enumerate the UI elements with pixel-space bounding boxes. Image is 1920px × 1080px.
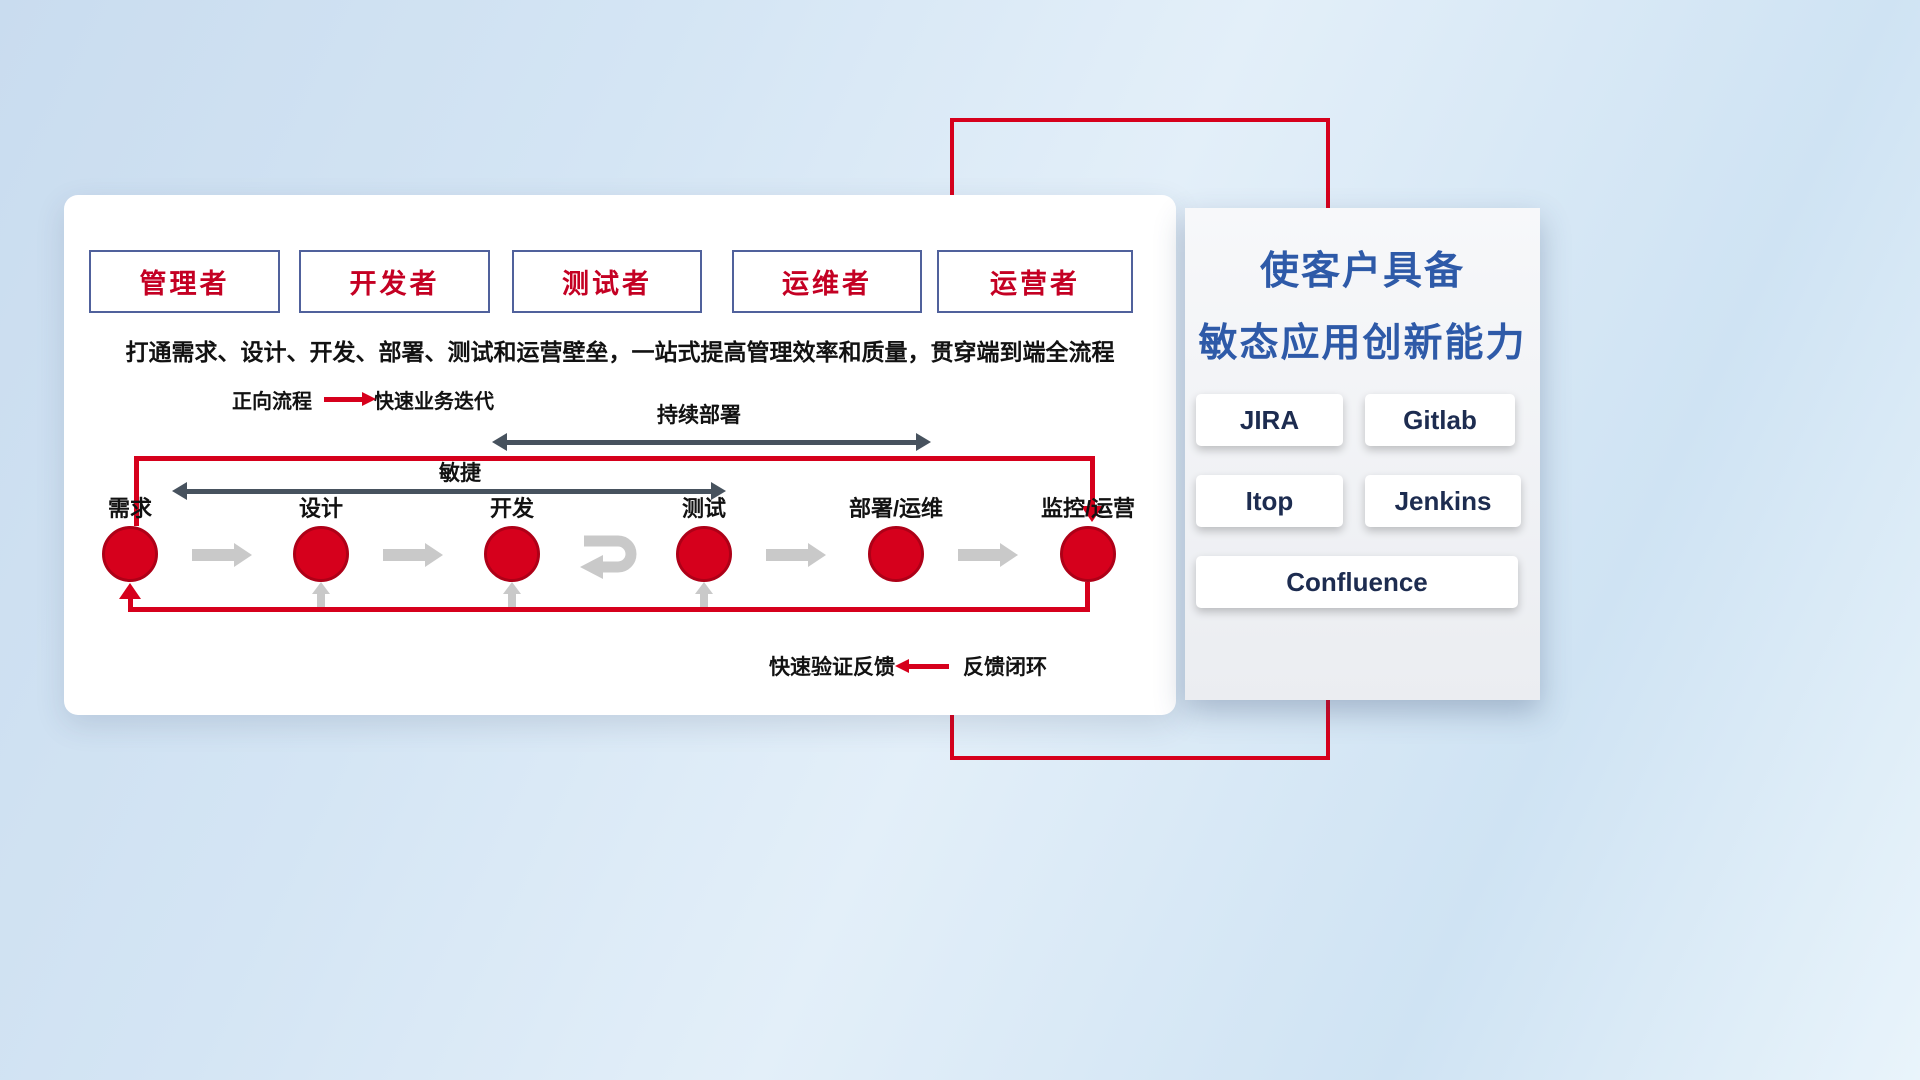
node-monitor-ops-circle [1060, 526, 1116, 582]
forward-loop-line [134, 456, 1095, 461]
node-deploy-ops-circle [868, 526, 924, 582]
continuous-deploy-label: 持续部署 [657, 404, 741, 427]
capability-panel: 使客户具备 敏态应用创新能力 JIRA Gitlab Itop Jenkins … [1185, 208, 1540, 700]
feedback-loop-line [128, 607, 1090, 612]
tool-chip-itop: Itop [1196, 475, 1343, 527]
node-test-label: 测试 [681, 496, 726, 521]
node-test-circle [676, 526, 732, 582]
card-subtitle: 打通需求、设计、开发、部署、测试和运营壁垒，一站式提高管理效率和质量，贯穿端到端… [125, 339, 1115, 365]
devops-flow-card: 管理者 开发者 测试者 运维者 运营者 打通需求、设计、开发、部署、测试和运营壁… [64, 195, 1176, 715]
role-label: 开发者 [349, 269, 440, 299]
tool-chip-jenkins: Jenkins [1365, 475, 1521, 527]
feedback-up-arrow-icon [312, 582, 330, 607]
flow-arrow-icon [192, 543, 252, 567]
node-monitor-ops-label: 监控/运营 [1040, 496, 1136, 521]
flow-arrow-icon [766, 543, 826, 567]
feedback-label: 快速验证反馈 [769, 656, 895, 679]
tool-chip-jira: JIRA [1196, 394, 1343, 446]
role-box-developer: 开发者 [299, 250, 490, 313]
agile-label: 敏捷 [439, 462, 481, 485]
continuous-deploy-arrow-icon [492, 433, 931, 451]
role-label: 测试者 [562, 269, 652, 299]
forward-flow-label: 正向流程 [232, 391, 312, 413]
forward-flow-legend: 正向流程 快速业务迭代 [232, 385, 494, 414]
node-requirement-label: 需求 [107, 496, 152, 521]
flow-arrow-icon [958, 543, 1018, 567]
role-box-operator: 运营者 [937, 250, 1133, 313]
feedback-up-arrow-icon [503, 582, 521, 607]
role-label: 运维者 [782, 269, 872, 299]
flow-arrow-icon [383, 543, 443, 567]
tool-chip-gitlab: Gitlab [1365, 394, 1515, 446]
feedback-legend: 快速验证反馈 反馈闭环 [769, 651, 1047, 681]
feedback-up-arrow-icon [695, 582, 713, 607]
feedback-loop-line [1085, 582, 1090, 607]
role-label: 运营者 [990, 269, 1080, 299]
forward-loop-line [1090, 456, 1095, 508]
node-develop-circle [484, 526, 540, 582]
up-arrowhead-icon [119, 583, 141, 599]
panel-title-line1: 使客户具备 [1259, 250, 1465, 293]
forward-flow-value: 快速业务迭代 [374, 391, 494, 413]
role-box-manager: 管理者 [89, 250, 280, 313]
node-design-circle [293, 526, 349, 582]
feedback-loop-line [128, 597, 133, 607]
agile-arrow-icon [172, 482, 726, 500]
forward-arrow-icon [324, 392, 376, 406]
role-box-ops: 运维者 [732, 250, 922, 313]
tool-chip-confluence: Confluence [1196, 556, 1518, 608]
node-design-label: 设计 [298, 496, 343, 521]
node-develop-label: 开发 [489, 496, 534, 521]
node-requirement-circle [102, 526, 158, 582]
role-label: 管理者 [139, 269, 230, 299]
iteration-loop-icon [570, 525, 646, 588]
down-arrowhead-icon [1081, 506, 1103, 522]
panel-title-line2: 敏态应用创新能力 [1198, 322, 1527, 365]
node-deploy-ops-label: 部署/运维 [848, 496, 944, 521]
role-box-tester: 测试者 [512, 250, 702, 313]
feedback-value: 反馈闭环 [963, 656, 1047, 679]
forward-loop-line [134, 456, 139, 526]
feedback-arrow-icon [895, 658, 949, 673]
